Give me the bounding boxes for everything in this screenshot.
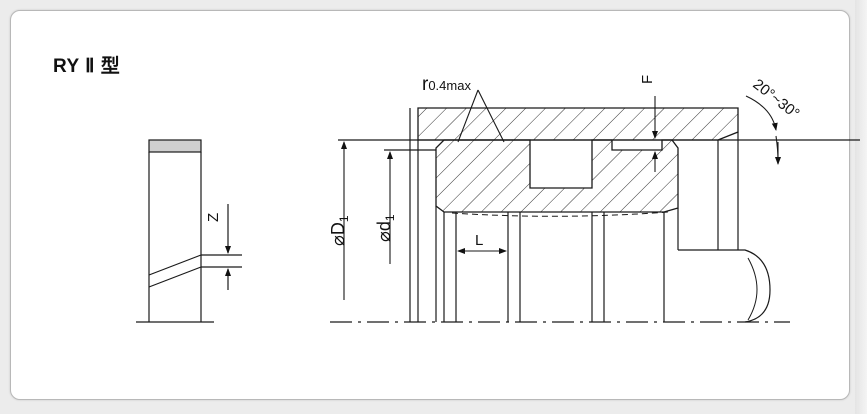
length-label: L — [475, 232, 483, 249]
seal-ring-hatched — [435, 139, 679, 217]
inner-diameter-label: ⌀d1 — [374, 214, 397, 242]
housing-hatched — [417, 107, 739, 141]
z-label: Z — [205, 213, 222, 222]
angle-label: 20°~30° — [750, 76, 803, 123]
cut-line-upper — [148, 254, 202, 276]
outer-diameter-label: ⌀D1 — [328, 215, 351, 246]
radius-label: r0.4max — [422, 74, 471, 95]
drawing-card: RY Ⅱ 型 — [10, 10, 850, 400]
chamfer-angle-dimension — [745, 95, 781, 165]
cut-line-lower — [148, 266, 202, 288]
drawing-title: RY Ⅱ 型 — [53, 56, 121, 77]
radius-leaders — [457, 89, 505, 143]
f-label: F — [639, 75, 656, 84]
shaft-and-guides — [330, 108, 860, 323]
seal-cap-band — [148, 139, 202, 153]
page-edge — [855, 0, 867, 414]
seal-side-view — [136, 139, 242, 323]
